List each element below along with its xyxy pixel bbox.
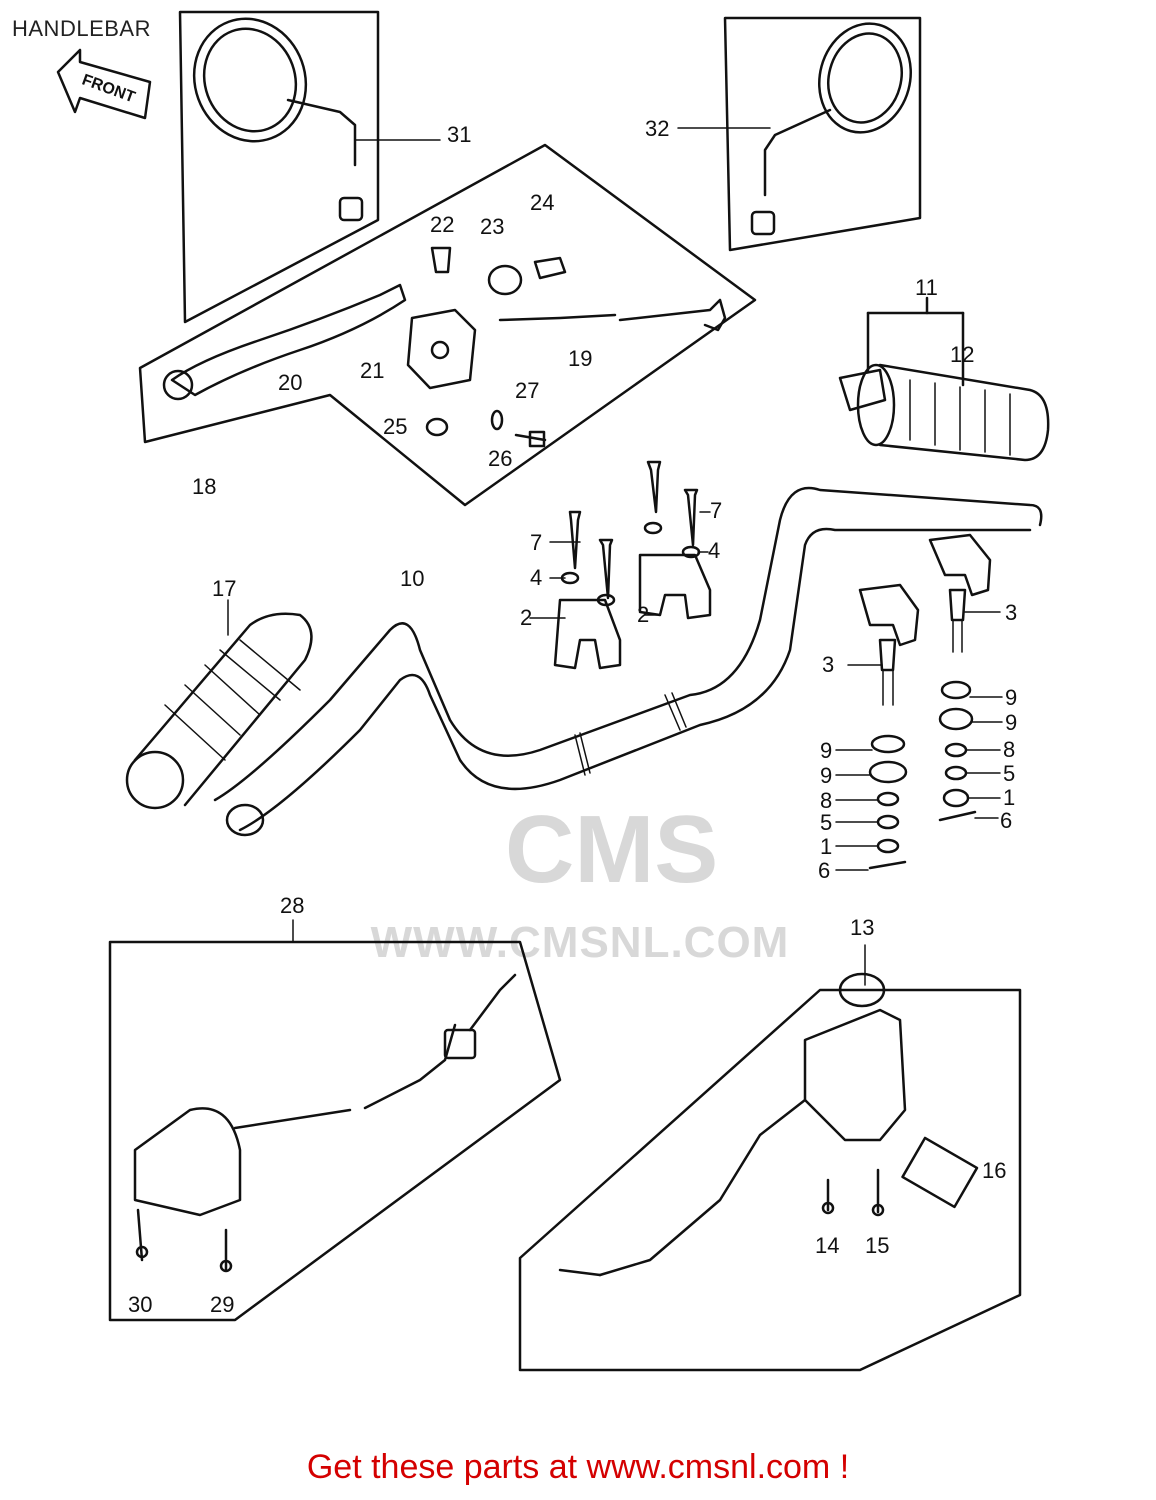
front-direction-arrow: FRONT xyxy=(56,48,152,120)
handlebar-risers xyxy=(847,533,1001,706)
page-title: HANDLEBAR xyxy=(12,16,151,41)
callout-28: 28 xyxy=(280,893,304,918)
callout-18: 18 xyxy=(192,474,216,499)
exploded-parts-diagram: FRONT xyxy=(56,10,1050,1372)
callout-27: 27 xyxy=(515,378,539,403)
right-grip-group xyxy=(838,296,1050,462)
callout-32: 32 xyxy=(645,116,669,141)
callout-7b: 7 xyxy=(530,530,542,555)
callout-24: 24 xyxy=(530,190,554,215)
callout-10: 10 xyxy=(400,566,424,591)
damper-stack-left xyxy=(835,734,908,871)
callout-3a: 3 xyxy=(1005,600,1017,625)
callout-7a: 7 xyxy=(710,498,722,523)
callout-17: 17 xyxy=(212,576,236,601)
callout-2b: 2 xyxy=(637,602,649,627)
callout-19: 19 xyxy=(568,346,592,371)
callout-4b: 4 xyxy=(530,565,542,590)
callout-9a: 9 xyxy=(1005,685,1017,710)
callout-14: 14 xyxy=(815,1233,839,1258)
callout-12: 12 xyxy=(950,342,974,367)
footer-link-text[interactable]: Get these parts at www.cmsnl.com ! xyxy=(306,1448,850,1486)
callout-9c: 9 xyxy=(820,738,832,763)
callout-21: 21 xyxy=(360,358,384,383)
callout-8a: 8 xyxy=(1003,737,1015,762)
callout-13: 13 xyxy=(850,915,874,940)
damper-stack-right xyxy=(938,680,1003,822)
mirror-right-group xyxy=(677,16,922,252)
callout-23: 23 xyxy=(480,214,504,239)
callout-2a: 2 xyxy=(520,605,532,630)
callout-8b: 8 xyxy=(820,788,832,813)
callout-5a: 5 xyxy=(1003,761,1015,786)
callout-22: 22 xyxy=(430,212,454,237)
callout-9b: 9 xyxy=(1005,710,1017,735)
callout-26: 26 xyxy=(488,446,512,471)
callout-29: 29 xyxy=(210,1292,234,1317)
callout-4a: 4 xyxy=(708,538,720,563)
callout-6b: 6 xyxy=(818,858,830,883)
callout-16: 16 xyxy=(982,1158,1006,1183)
callout-20: 20 xyxy=(278,370,302,395)
callout-30: 30 xyxy=(128,1292,152,1317)
right-switch-group xyxy=(518,944,1022,1372)
watermark-brand: CMS xyxy=(505,796,719,903)
handlebar xyxy=(213,486,1043,837)
callout-9d: 9 xyxy=(820,763,832,788)
left-grip-group xyxy=(125,599,313,810)
callout-1a: 1 xyxy=(1003,785,1015,810)
callout-31: 31 xyxy=(447,122,471,147)
callout-11: 11 xyxy=(915,275,938,300)
left-switch-group xyxy=(108,919,562,1322)
callout-1b: 1 xyxy=(820,834,832,859)
clutch-lever-group xyxy=(138,143,757,507)
mirror-left-group xyxy=(178,10,441,324)
callout-15: 15 xyxy=(865,1233,889,1258)
callout-6a: 6 xyxy=(1000,808,1012,833)
callout-labels: 31 32 22 23 24 11 12 19 20 21 27 25 26 1… xyxy=(128,116,1017,1317)
callout-25: 25 xyxy=(383,414,407,439)
handlebar-holders xyxy=(529,460,712,670)
callout-3b: 3 xyxy=(822,652,834,677)
callout-5b: 5 xyxy=(820,810,832,835)
